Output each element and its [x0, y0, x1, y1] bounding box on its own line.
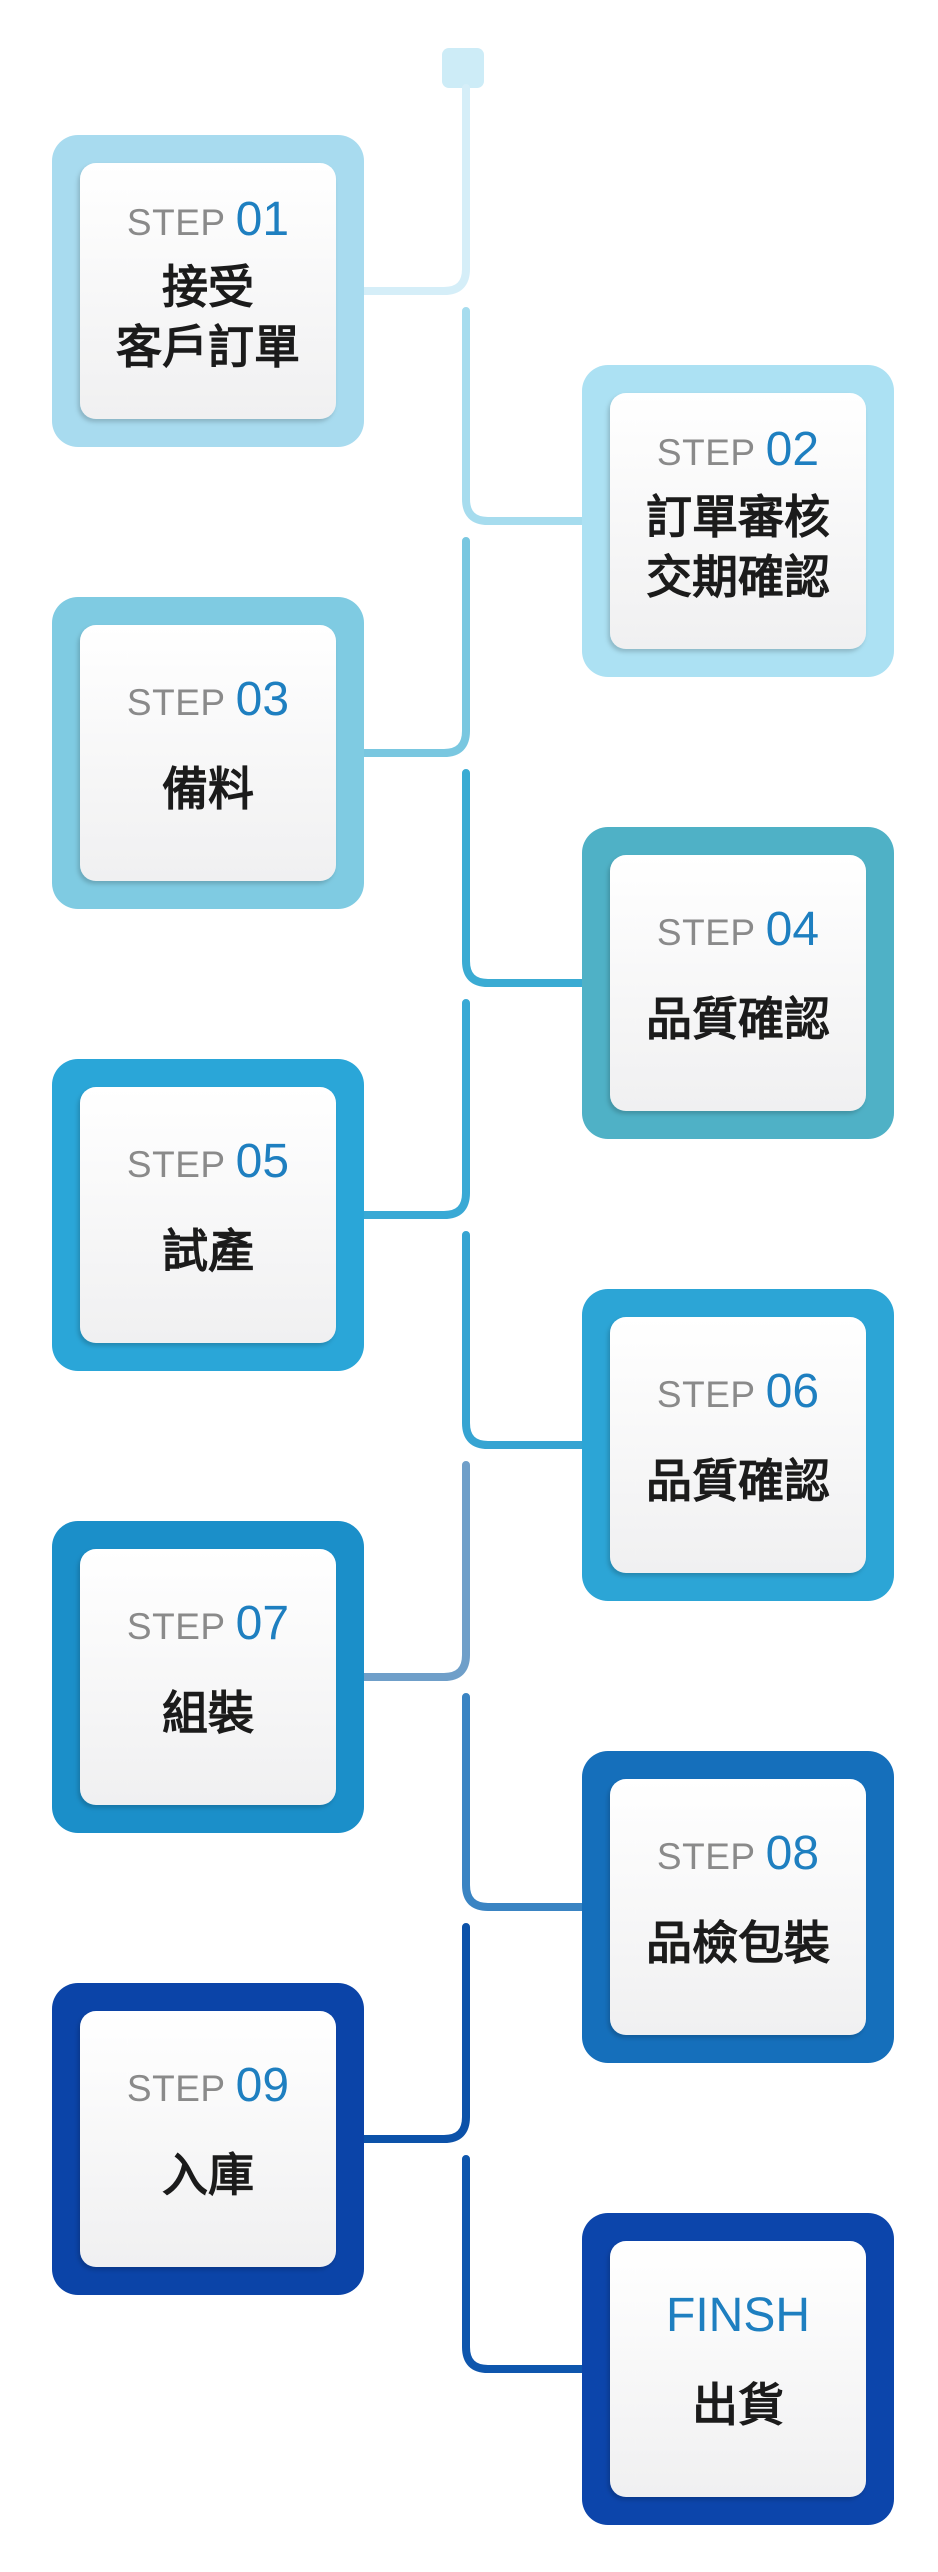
step-title-line: 品檢包裝 [646, 1916, 830, 1970]
step-label: STEP 04 [657, 903, 819, 956]
step-number: 06 [766, 1365, 819, 1418]
step-label: FINSH [666, 2289, 810, 2342]
step-label-prefix: STEP [657, 1374, 755, 1415]
connector-line-2 [462, 307, 586, 525]
step-title-line: 訂單審核 [646, 490, 830, 544]
step-card-inner [80, 2011, 336, 2267]
step-card-inner [610, 1317, 866, 1573]
step-title-line: 入庫 [162, 2148, 254, 2202]
step-card-inner [610, 2241, 866, 2497]
step-title-line: 品質確認 [646, 992, 830, 1046]
step-title-line: 備料 [162, 762, 254, 816]
step-label: STEP 01 [127, 193, 289, 246]
step-label: STEP 07 [127, 1597, 289, 1650]
step-title-line: 交期確認 [646, 550, 830, 604]
step-card-inner [80, 625, 336, 881]
step-label: STEP 08 [657, 1827, 819, 1880]
step-label-prefix: STEP [127, 1144, 225, 1185]
connector-line-7 [360, 1461, 470, 1681]
step-card-7: STEP 07 組裝 [52, 1521, 364, 1833]
step-card-10: FINSH 出貨 [582, 2213, 894, 2525]
step-card-9: STEP 09 入庫 [52, 1983, 364, 2295]
step-card-inner [80, 163, 336, 419]
connector-line-9 [360, 1923, 470, 2143]
step-label-prefix: STEP [657, 432, 755, 473]
step-label: STEP 05 [127, 1135, 289, 1188]
step-label: STEP 06 [657, 1365, 819, 1418]
step-label: STEP 02 [657, 423, 819, 476]
step-card-inner [80, 1087, 336, 1343]
step-number: 08 [766, 1827, 819, 1880]
connector-line-8 [462, 1693, 586, 1911]
connector-line-6 [462, 1231, 586, 1449]
step-title-line: 組裝 [162, 1686, 254, 1740]
connector-line-4 [462, 769, 586, 987]
step-label: STEP 03 [127, 673, 289, 726]
step-title-line: 試產 [162, 1224, 254, 1278]
step-number: 04 [766, 903, 819, 956]
step-label-prefix: STEP [127, 682, 225, 723]
step-card-6: STEP 06 品質確認 [582, 1289, 894, 1601]
step-card-3: STEP 03 備料 [52, 597, 364, 909]
step-card-8: STEP 08 品檢包裝 [582, 1751, 894, 2063]
step-number: 01 [236, 193, 289, 246]
step-card-inner [610, 1779, 866, 2035]
step-card-inner [610, 393, 866, 649]
step-number: 07 [236, 1597, 289, 1650]
step-number: FINSH [666, 2289, 810, 2342]
step-number: 03 [236, 673, 289, 726]
start-node [442, 48, 484, 88]
connector-lines [360, 48, 586, 2373]
step-label: STEP 09 [127, 2059, 289, 2112]
step-title-line: 客戶訂單 [116, 320, 300, 374]
step-card-inner [80, 1549, 336, 1805]
step-title-line: 品質確認 [646, 1454, 830, 1508]
step-card-4: STEP 04 品質確認 [582, 827, 894, 1139]
step-number: 05 [236, 1135, 289, 1188]
step-number: 02 [766, 423, 819, 476]
step-label-prefix: STEP [657, 1836, 755, 1877]
step-card-5: STEP 05 試產 [52, 1059, 364, 1371]
step-label-prefix: STEP [127, 2068, 225, 2109]
connector-line-1 [360, 84, 470, 295]
connector-line-5 [360, 999, 470, 1219]
step-label-prefix: STEP [657, 912, 755, 953]
connector-line-3 [360, 537, 470, 757]
step-number: 09 [236, 2059, 289, 2112]
step-title-line: 接受 [162, 260, 254, 314]
step-label-prefix: STEP [127, 1606, 225, 1647]
connector-line-10 [462, 2155, 586, 2373]
step-label-prefix: STEP [127, 202, 225, 243]
step-card-inner [610, 855, 866, 1111]
step-title-line: 出貨 [692, 2378, 784, 2432]
